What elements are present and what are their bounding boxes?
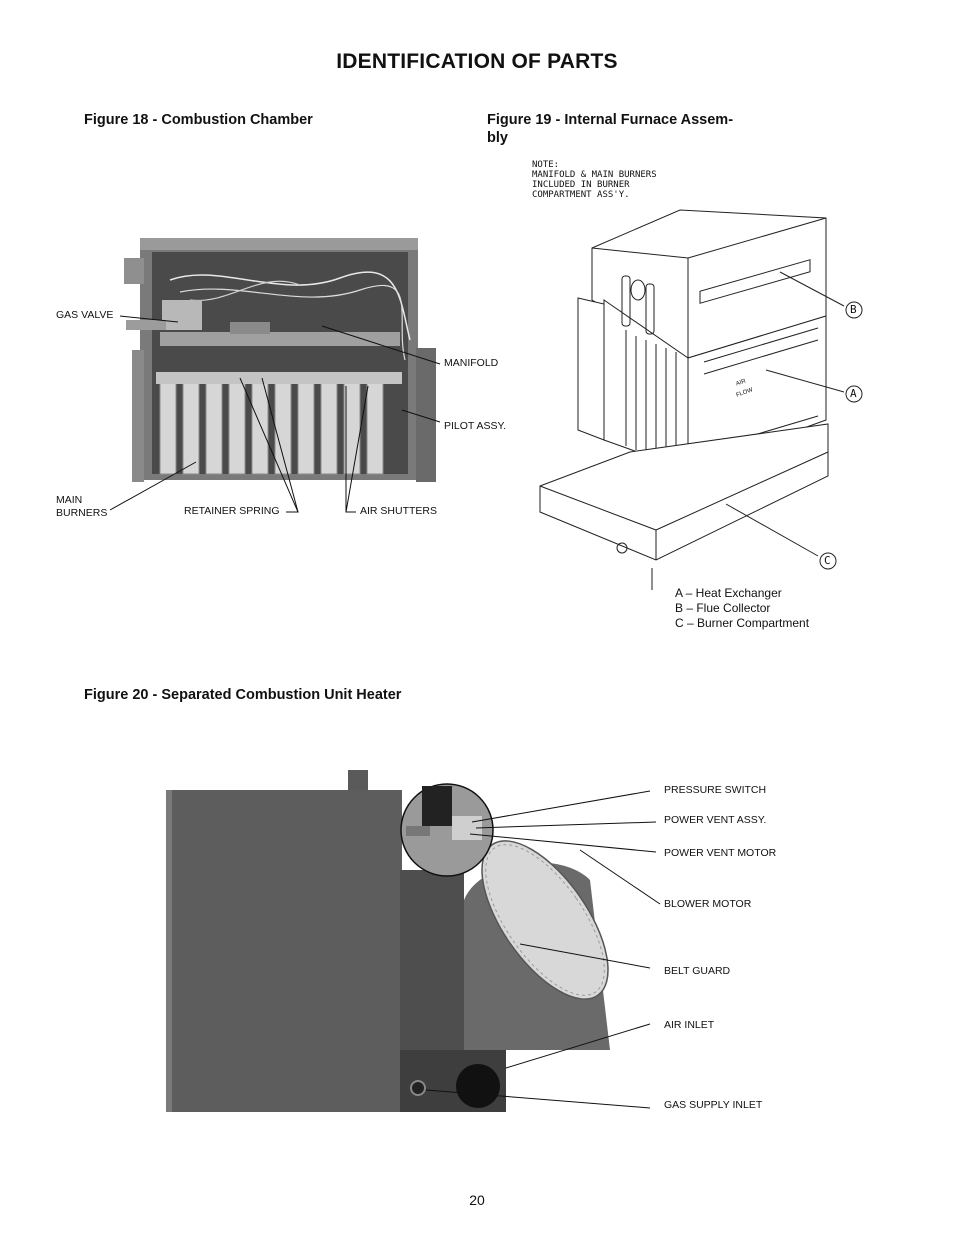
label-belt-guard: BELT GUARD	[664, 965, 731, 977]
figure-19-note-line4: COMPARTMENT ASS'Y.	[532, 190, 630, 200]
label-power-vent-motor: POWER VENT MOTOR	[664, 847, 777, 859]
label-gas-valve: GAS VALVE	[56, 309, 114, 321]
legend-b: B – Flue Collector	[675, 601, 771, 615]
label-pilot-assy: PILOT ASSY.	[444, 420, 507, 432]
label-main-burners-line2: BURNERS	[56, 507, 108, 519]
figure-19-caption-line1: Figure 19 - Internal Furnace Assem-	[487, 112, 734, 128]
callout-a: A	[850, 387, 857, 400]
label-retainer-spring: RETAINER SPRING	[184, 505, 280, 517]
label-power-vent-assy: POWER VENT ASSY.	[664, 814, 767, 826]
figure-19-note-line1: NOTE:	[532, 160, 560, 170]
callout-c: C	[824, 554, 831, 567]
legend-c: C – Burner Compartment	[675, 616, 810, 630]
label-air-shutters: AIR SHUTTERS	[360, 505, 438, 517]
figure-20-caption: Figure 20 - Separated Combustion Unit He…	[84, 687, 402, 703]
label-gas-supply-inlet: GAS SUPPLY INLET	[664, 1099, 763, 1111]
legend-a: A – Heat Exchanger	[675, 586, 782, 600]
figure-19-caption-line2: bly	[487, 130, 508, 146]
figure-19-note-line2: MANIFOLD & MAIN BURNERS	[532, 170, 657, 180]
figure-18-caption: Figure 18 - Combustion Chamber	[84, 112, 313, 128]
callout-b: B	[850, 303, 857, 316]
label-air-inlet: AIR INLET	[664, 1019, 715, 1031]
label-pressure-switch: PRESSURE SWITCH	[664, 784, 767, 796]
label-main-burners-line1: MAIN	[56, 494, 83, 506]
label-blower-motor: BLOWER MOTOR	[664, 898, 752, 910]
label-manifold: MANIFOLD	[444, 357, 499, 369]
page-title: IDENTIFICATION OF PARTS	[336, 50, 618, 73]
page-number: 20	[469, 1192, 485, 1208]
figure-19-note-line3: INCLUDED IN BURNER	[532, 180, 630, 190]
